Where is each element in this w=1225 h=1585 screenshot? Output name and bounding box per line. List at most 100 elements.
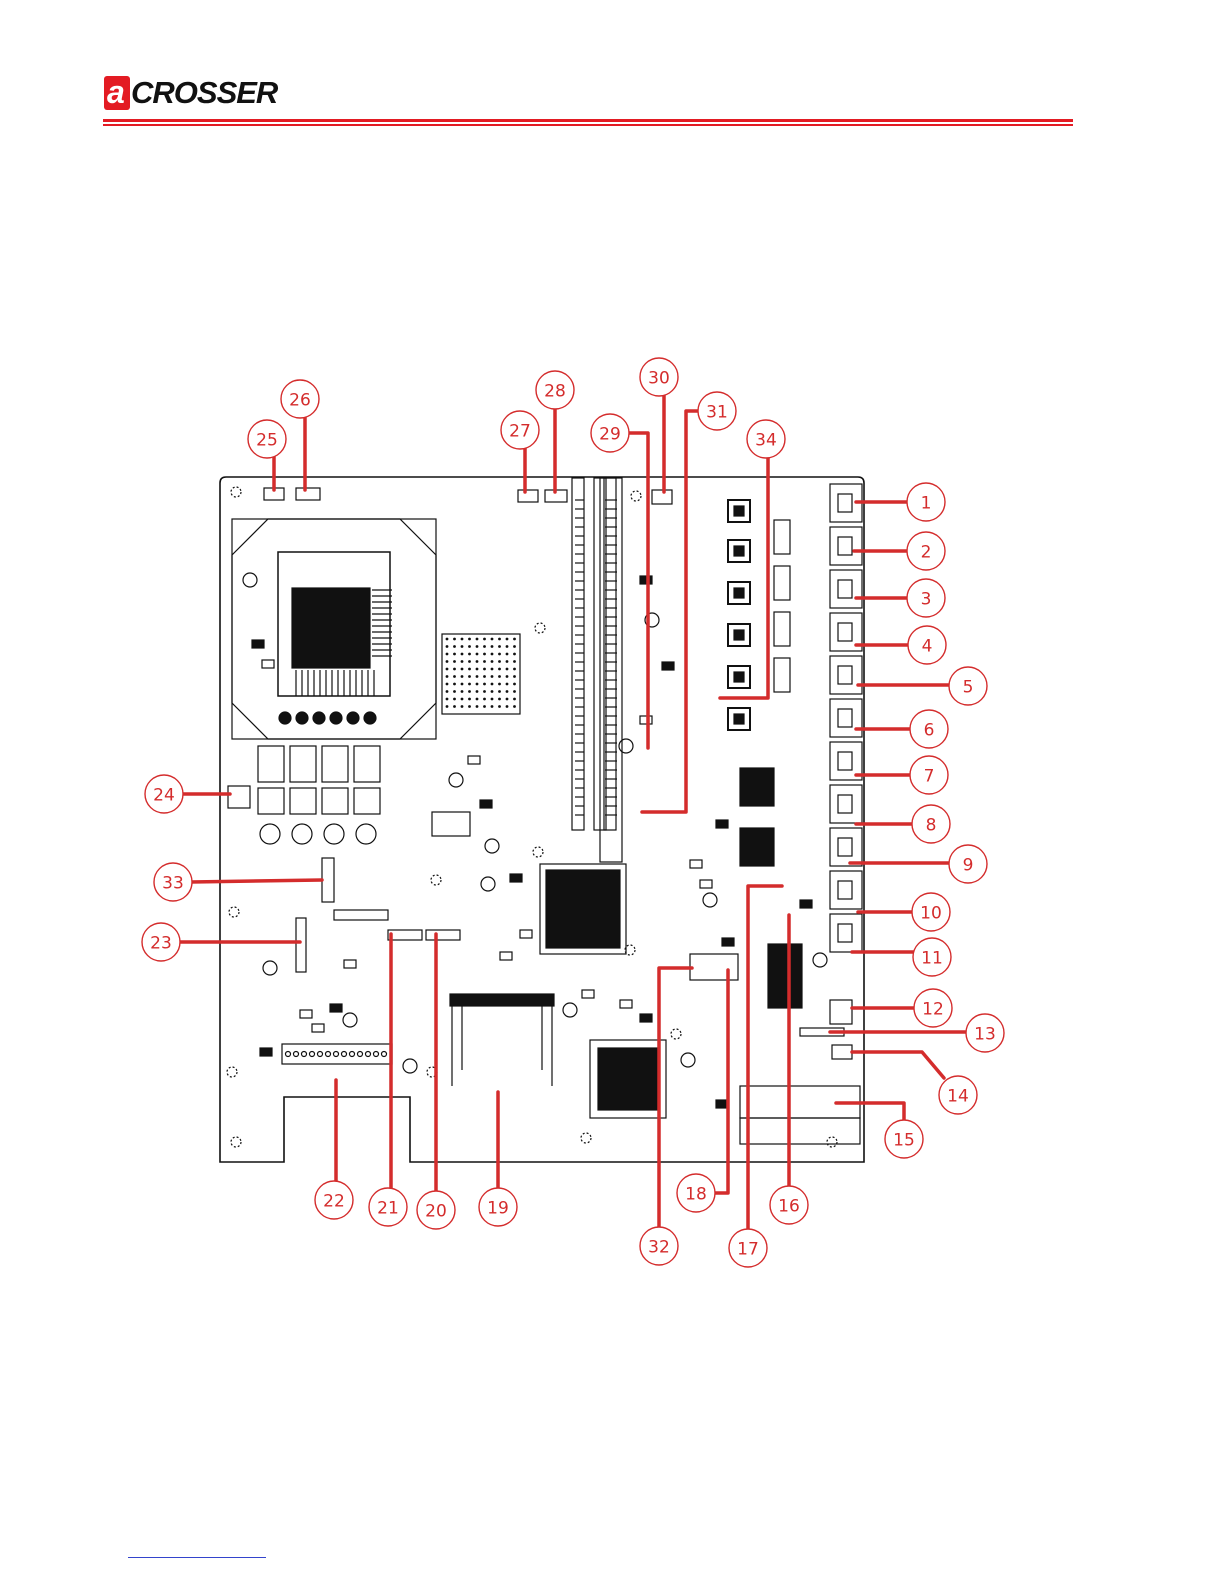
phy-die: [734, 714, 744, 724]
bga-ball: [491, 638, 494, 641]
capacitor: [313, 712, 325, 724]
bga-ball: [446, 698, 449, 701]
bga-ball: [498, 653, 501, 656]
bga-ball: [476, 705, 479, 708]
component: [480, 800, 492, 808]
bga-ball: [446, 683, 449, 686]
mounting-hole: [827, 1137, 837, 1147]
bga-ball: [483, 705, 486, 708]
callout-bubble: 12: [914, 989, 952, 1027]
component: [640, 1014, 652, 1022]
callout-number: 11: [921, 949, 943, 969]
rj45-jack: [838, 795, 852, 813]
callout-bubble: 33: [154, 863, 192, 901]
phy-die: [734, 546, 744, 556]
bga-ball: [453, 690, 456, 693]
callout-number: 33: [162, 874, 184, 894]
bga-ball: [483, 690, 486, 693]
bga-ball: [483, 653, 486, 656]
callout-bubble: 2: [907, 532, 945, 570]
capacitor: [403, 1059, 417, 1073]
rj45-port: [830, 828, 862, 866]
bga-ball: [506, 638, 509, 641]
bga-ball: [476, 698, 479, 701]
component: [582, 990, 594, 998]
callout-bubble: 16: [770, 1186, 808, 1224]
rj45-jack: [838, 924, 852, 942]
callout-number: 10: [920, 904, 942, 924]
capacitor: [703, 893, 717, 907]
capacitor: [813, 953, 827, 967]
rj45-jack: [838, 838, 852, 856]
phy-die: [734, 588, 744, 598]
lan-controller: [740, 828, 774, 866]
bga-ball: [491, 675, 494, 678]
bga-ball: [513, 668, 516, 671]
bga-ball: [483, 675, 486, 678]
bga-ball: [468, 645, 471, 648]
callout-bubble: 25: [248, 420, 286, 458]
component: [662, 662, 674, 670]
callout-bubble: 5: [949, 667, 987, 705]
transformer: [774, 658, 790, 692]
callout-number: 27: [509, 422, 531, 442]
inductor: [258, 788, 284, 814]
rj45-port: [830, 871, 862, 909]
connector-pin: [342, 1052, 347, 1057]
lan-controller: [740, 768, 774, 806]
bga-ball: [468, 683, 471, 686]
bga-ball: [506, 698, 509, 701]
capacitor: [347, 712, 359, 724]
bga-ball: [506, 705, 509, 708]
super-io-chip: [598, 1048, 658, 1110]
bga-ball: [446, 690, 449, 693]
jumper: [652, 490, 672, 504]
inductor: [354, 788, 380, 814]
bga-ball: [498, 660, 501, 663]
bga-ball: [446, 638, 449, 641]
bga-ball: [506, 683, 509, 686]
transformer: [774, 566, 790, 600]
lan-controller: [768, 944, 802, 1008]
bga-ball: [476, 690, 479, 693]
bga-ball: [513, 645, 516, 648]
voltage-regulator: [258, 746, 284, 782]
callout-leader: [642, 411, 699, 812]
bga-ball: [498, 668, 501, 671]
mounting-hole: [671, 1029, 681, 1039]
capacitor: [619, 739, 633, 753]
capacitor: [343, 1013, 357, 1027]
callout-number: 7: [924, 767, 935, 787]
capacitor: [563, 1003, 577, 1017]
callout-leader: [852, 1052, 944, 1078]
voltage-regulator: [290, 746, 316, 782]
callout-number: 12: [922, 1000, 944, 1020]
bga-ball: [446, 675, 449, 678]
callout-number: 4: [922, 637, 933, 657]
bga-ball: [476, 675, 479, 678]
bga-ball: [506, 653, 509, 656]
bga-ball: [461, 705, 464, 708]
connector-pin: [286, 1052, 291, 1057]
callout-bubble: 28: [536, 371, 574, 409]
bga-ball: [468, 690, 471, 693]
callout-number: 29: [599, 425, 621, 445]
callout-number: 21: [377, 1199, 399, 1219]
bga-ball: [483, 645, 486, 648]
capacitor: [324, 824, 344, 844]
callout-number: 34: [755, 431, 777, 451]
bga-ball: [506, 660, 509, 663]
callout-number: 26: [289, 391, 311, 411]
capacitor: [292, 824, 312, 844]
rj45-port: [830, 699, 862, 737]
callout-bubble: 14: [939, 1076, 977, 1114]
component: [640, 716, 652, 724]
callout-bubble: 13: [966, 1014, 1004, 1052]
component: [330, 1004, 342, 1012]
bga-ball: [498, 645, 501, 648]
usb-port-stack: [740, 1118, 860, 1144]
cf-slot-top: [450, 994, 554, 1006]
bga-ball: [446, 660, 449, 663]
mounting-hole: [533, 847, 543, 857]
